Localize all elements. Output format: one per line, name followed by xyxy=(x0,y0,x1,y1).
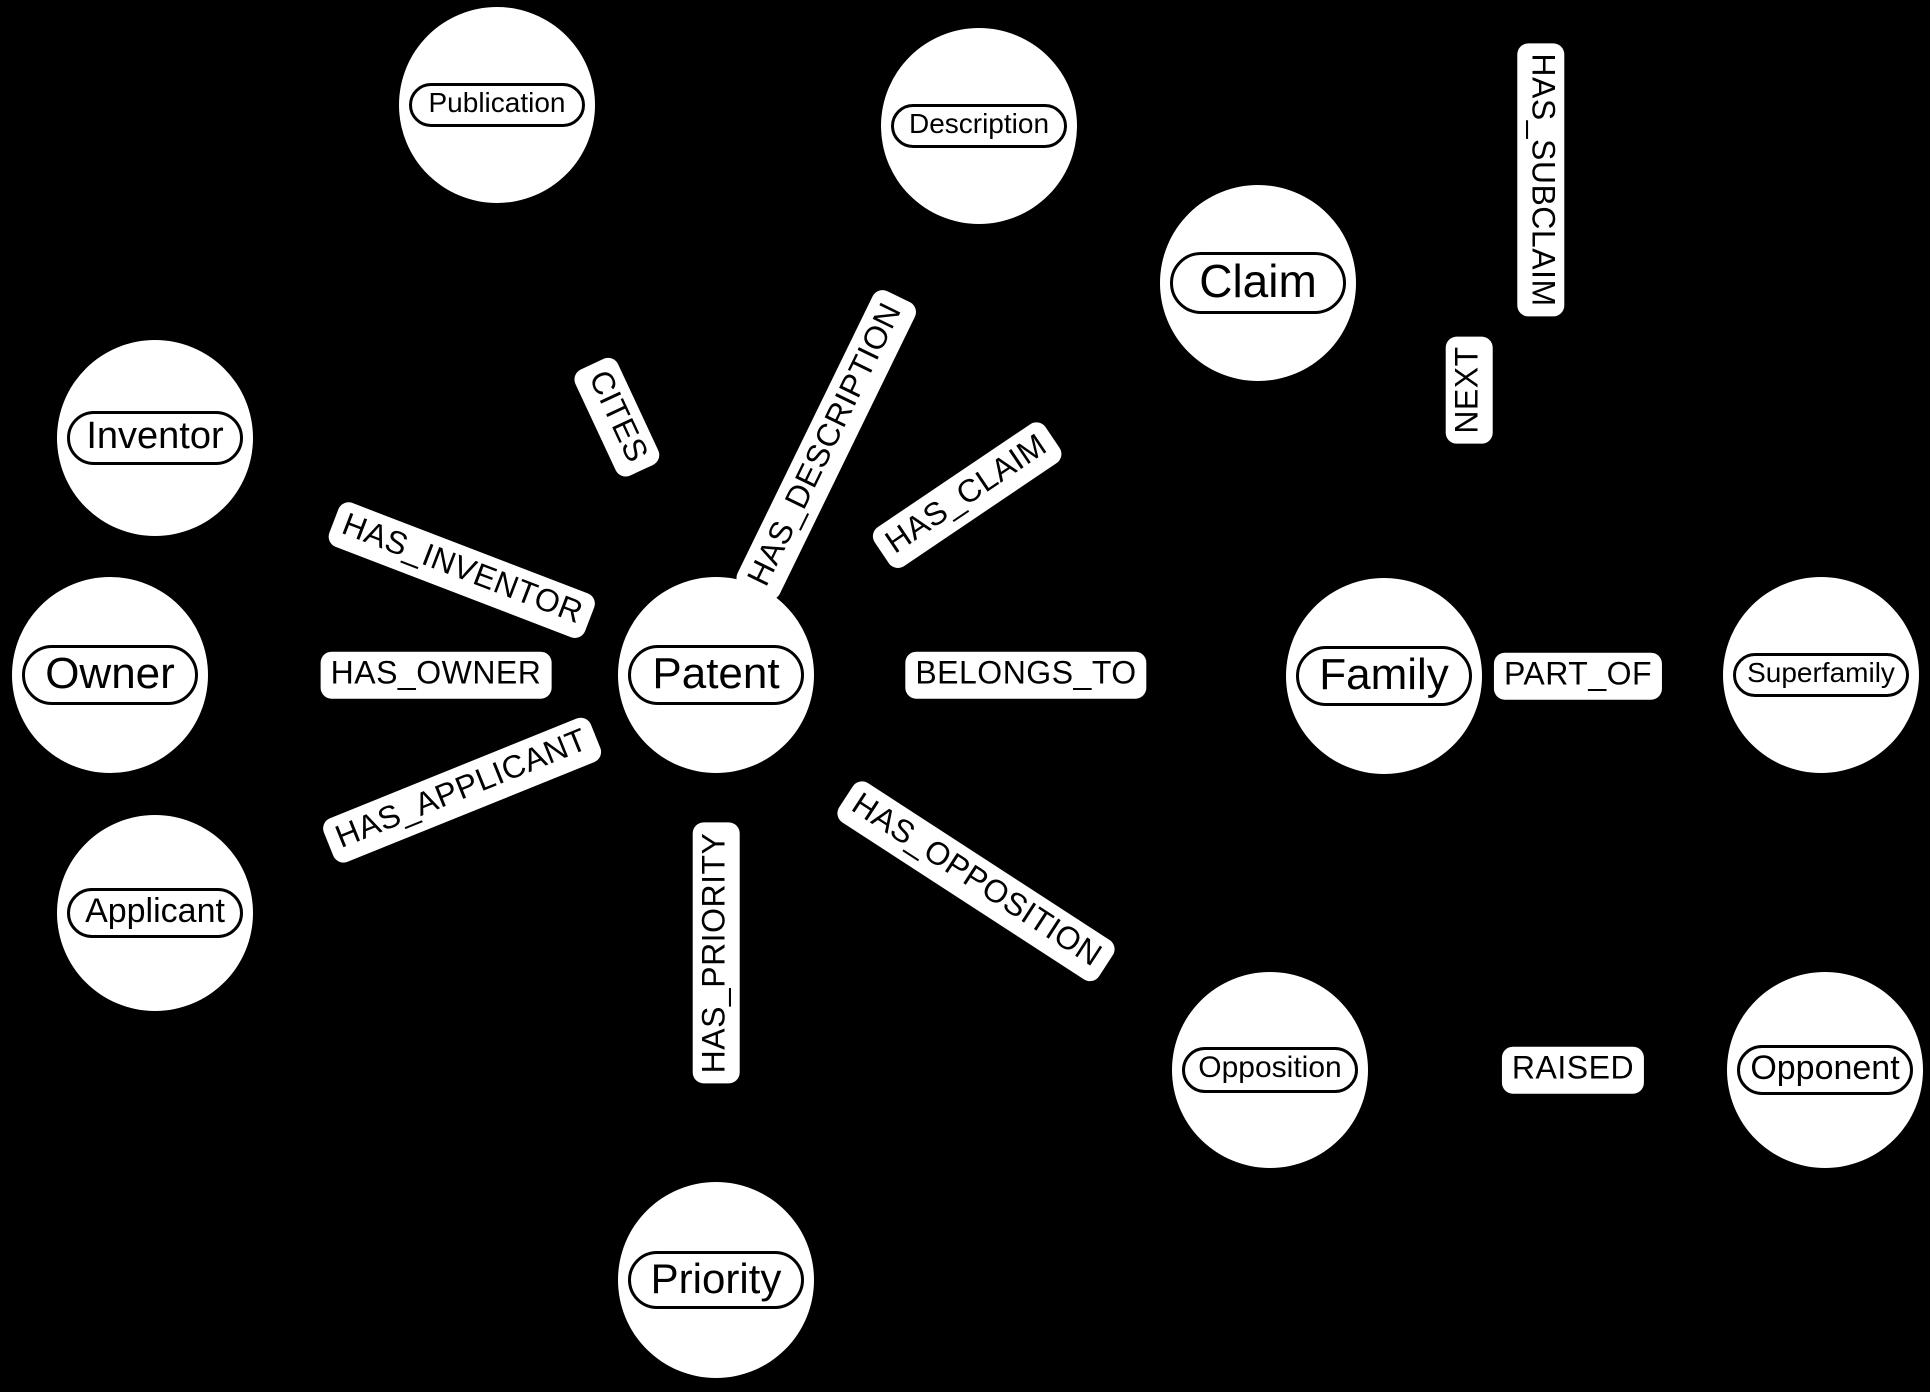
node-opponent[interactable]: Opponent xyxy=(1727,972,1923,1168)
node-opposition[interactable]: Opposition xyxy=(1172,972,1368,1168)
node-label-opposition: Opposition xyxy=(1182,1047,1358,1093)
node-description[interactable]: Description xyxy=(881,28,1077,224)
node-label-patent: Patent xyxy=(628,644,804,706)
relationship-label-has-subclaim[interactable]: HAS_SUBCLAIM xyxy=(1517,43,1565,317)
relationship-label-part-of[interactable]: PART_OF xyxy=(1493,652,1663,700)
node-label-description: Description xyxy=(891,104,1067,148)
node-label-claim: Claim xyxy=(1170,251,1346,315)
relationship-label-has-priority[interactable]: HAS_PRIORITY xyxy=(692,822,740,1084)
node-label-superfamily: Superfamily xyxy=(1733,653,1909,697)
node-label-owner: Owner xyxy=(22,644,198,706)
node-label-family: Family xyxy=(1296,645,1472,707)
node-label-publication: Publication xyxy=(409,83,585,127)
relationship-label-next[interactable]: NEXT xyxy=(1445,336,1493,444)
node-priority[interactable]: Priority xyxy=(618,1182,814,1378)
node-superfamily[interactable]: Superfamily xyxy=(1723,577,1919,773)
node-claim[interactable]: Claim xyxy=(1160,185,1356,381)
relationship-label-belongs-to[interactable]: BELONGS_TO xyxy=(905,651,1147,699)
node-owner[interactable]: Owner xyxy=(12,577,208,773)
relationship-label-raised[interactable]: RAISED xyxy=(1501,1046,1645,1094)
relationship-label-has-applicant[interactable]: HAS_APPLICANT xyxy=(319,714,605,866)
node-label-priority: Priority xyxy=(628,1250,804,1310)
relationship-label-has-opposition[interactable]: HAS_OPPOSITION xyxy=(833,777,1119,985)
node-publication[interactable]: Publication xyxy=(399,7,595,203)
node-inventor[interactable]: Inventor xyxy=(57,340,253,536)
relationship-label-has-inventor[interactable]: HAS_INVENTOR xyxy=(325,499,599,641)
node-applicant[interactable]: Applicant xyxy=(57,815,253,1011)
relationship-label-has-claim[interactable]: HAS_CLAIM xyxy=(868,418,1066,572)
node-family[interactable]: Family xyxy=(1286,578,1482,774)
relationship-label-cites[interactable]: CITES xyxy=(571,354,663,480)
node-label-opponent: Opponent xyxy=(1737,1045,1913,1095)
node-patent[interactable]: Patent xyxy=(618,577,814,773)
node-label-inventor: Inventor xyxy=(67,410,243,466)
relationship-label-has-owner[interactable]: HAS_OWNER xyxy=(320,651,552,699)
node-label-applicant: Applicant xyxy=(67,888,243,938)
